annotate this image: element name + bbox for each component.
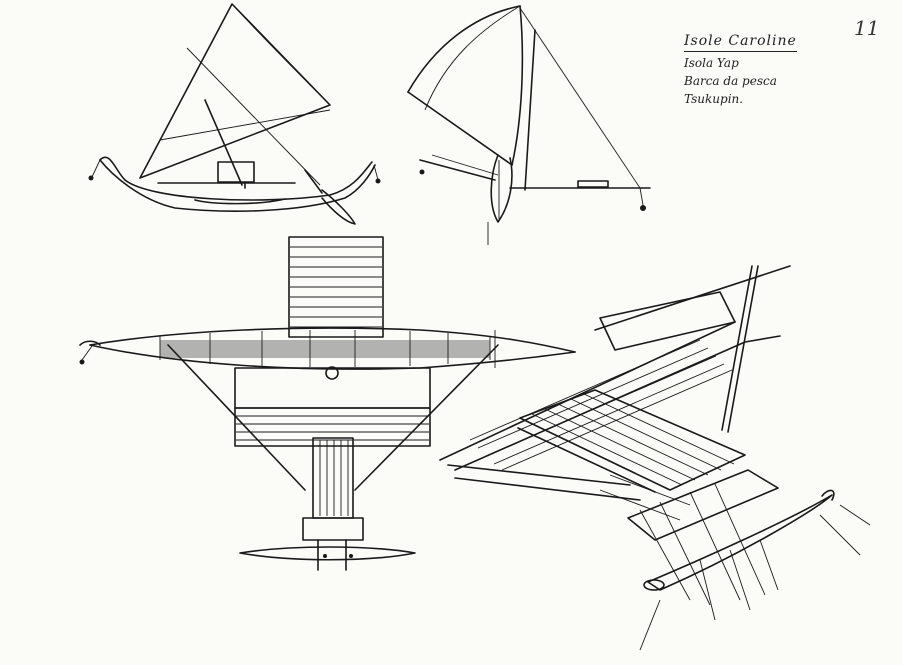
caption-line-island: Isola Yap	[684, 56, 739, 70]
page-number: 11	[854, 16, 880, 40]
canoe-side-view-sail	[88, 3, 381, 225]
caption-line-boat-type: Barca da pesca	[684, 74, 777, 88]
caption-block: Isole Caroline Isola Yap Barca da pesca …	[684, 30, 797, 106]
canoe-perspective-view	[439, 265, 871, 651]
canoe-end-view-sail	[407, 5, 651, 245]
caption-title: Isole Caroline	[684, 33, 797, 52]
canoe-top-view	[79, 236, 576, 571]
caption-line-boat-name: Tsukupin.	[684, 92, 744, 106]
